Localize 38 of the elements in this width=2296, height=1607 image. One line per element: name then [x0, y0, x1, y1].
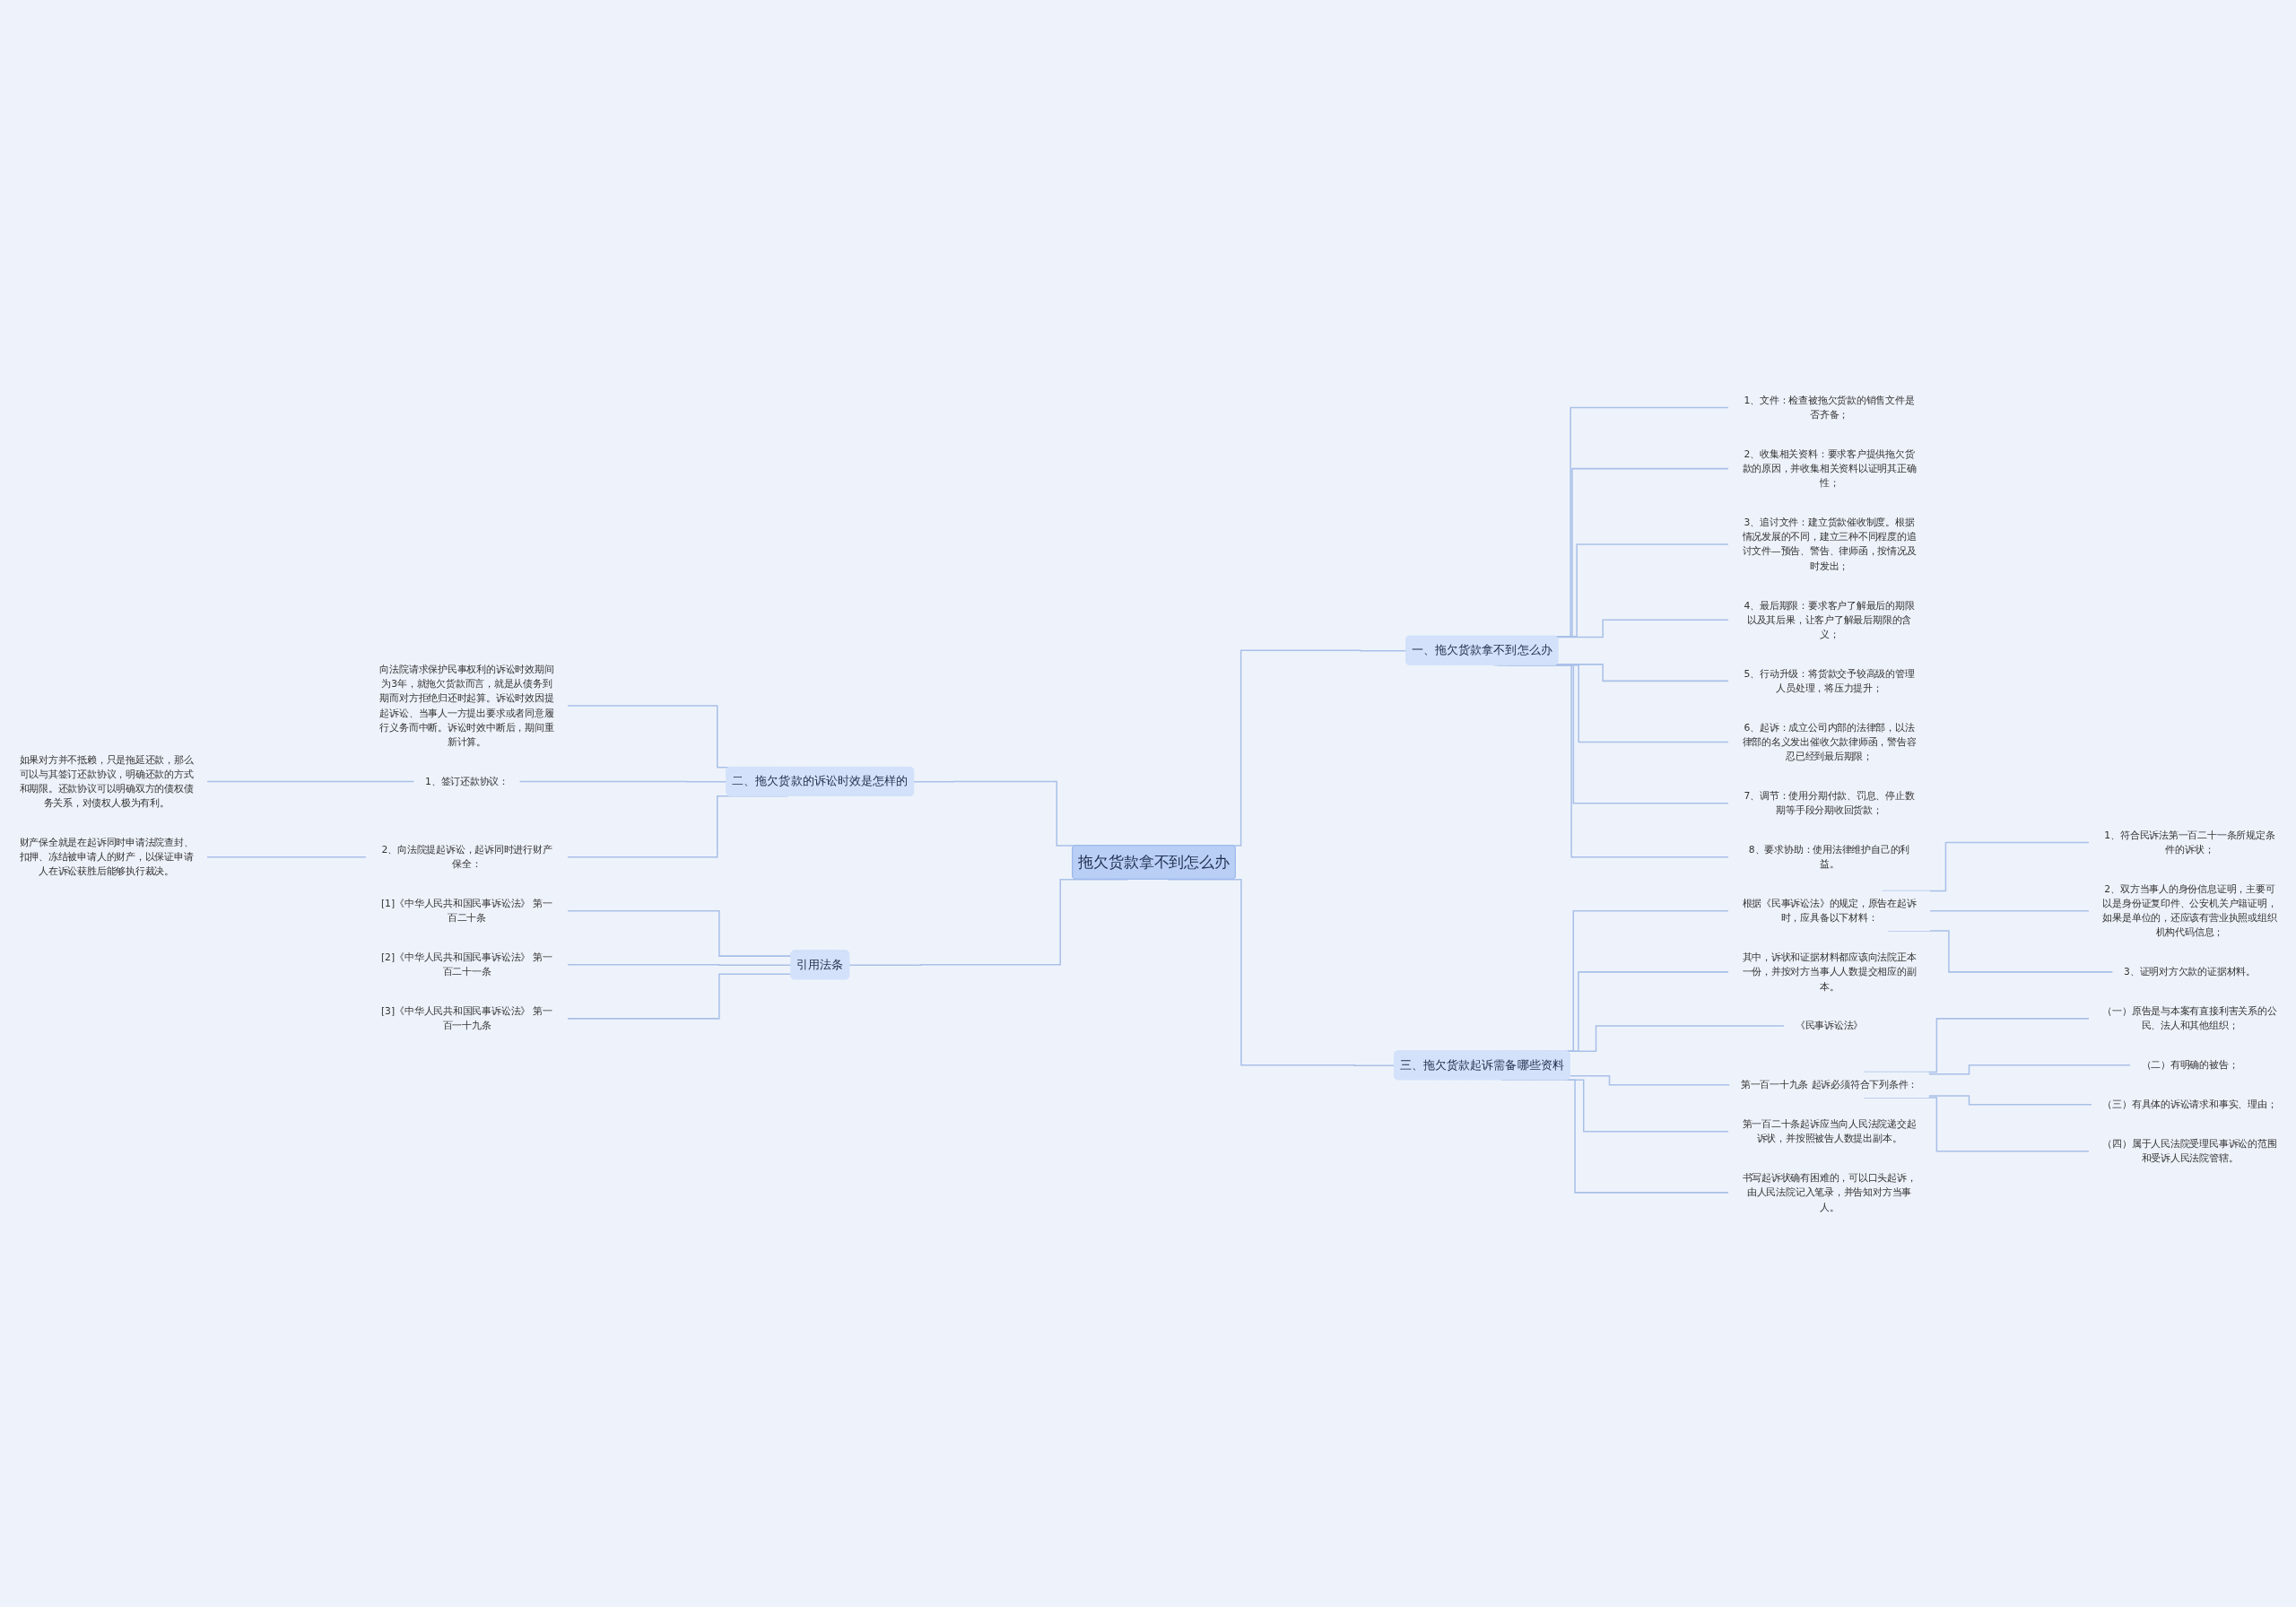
node-text: 2、收集相关资料：要求客户提供拖欠货款的原因，并收集相关资料以证明其正确性；	[1742, 447, 1917, 489]
connector	[1929, 909, 2090, 912]
node-text: （三）有具体的诉讼请求和事实、理由；	[2102, 1098, 2277, 1110]
node-text: 如果对方并不抵赖，只是拖延还款，那么可以与其签订还款协议，明确还款的方式和期限。还款协议可以明确双方的债权债务关系，对债权人极为有利。	[19, 753, 194, 809]
node-text: 1、签订还款协议：	[424, 775, 509, 786]
node-text: 财产保全就是在起诉同时申请法院查封、扣押、冻结被申请人的财产，以保证申请人在诉讼获胜后能够执行裁决。	[19, 836, 194, 877]
node-text: （二）有明确的被告；	[2141, 1059, 2239, 1071]
node-text: 2、向法院提起诉讼，起诉同时进行财产保全：	[381, 843, 552, 870]
node-text: （四）属于人民法院受理民事诉讼的范围和受诉人民法院管辖。	[2102, 1137, 2277, 1164]
connector	[1927, 1094, 2092, 1106]
node-text: 6、起诉：成立公司内部的法律部，以法律部的名义发出催收欠款律师函，警告容忍已经到最后期限；	[1742, 721, 1917, 762]
node-text: 3、证明对方欠款的证据材料。	[2123, 966, 2256, 977]
node-text: 第一百二十条起诉应当向人民法院递交起诉状，并按照被告人数提出副本。	[1742, 1117, 1917, 1144]
connector	[1863, 1017, 2090, 1073]
node-text: 1、文件：检查被拖欠货款的销售文件是否齐备；	[1744, 394, 1915, 421]
connector	[206, 780, 415, 782]
node-text: 1、符合民诉法第一百二十一条所规定条件的诉状；	[2104, 829, 2275, 856]
node-text: 7、调节：使用分期付款、罚息、停止数期等手段分期收回货款；	[1744, 789, 1915, 816]
node-text: 书写起诉状确有困难的，可以口头起诉，由人民法院记入笔录，并告知对方当事人。	[1742, 1171, 1917, 1212]
node-text: 8、要求协助：使用法律维护自己的利益。	[1748, 843, 1910, 870]
connector	[1887, 930, 2114, 973]
connector	[1569, 1074, 1731, 1086]
node-text: 《民事诉讼法》	[1795, 1020, 1864, 1031]
node-text: [3]《中华人民共和国民事诉讼法》 第一百一十九条	[380, 1005, 553, 1031]
node-text: 其中，诉状和证据材料都应该向法院正本一份，并按对方当事人人数提交相应的副本。	[1742, 951, 1917, 992]
node-text: [2]《中华人民共和国民事诉讼法》 第一百二十一条	[380, 951, 553, 977]
node-text: 向法院请求保护民事权利的诉讼时效期间为3年，就拖欠货款而言，就是从债务到期而对方拒绝归还时起算。诉讼时效因提起诉讼、当事人一方提出要求或者同意履行义务而中断。诉讼时效中断后，期间重新计算。	[379, 663, 554, 748]
node-text: （一）原告是与本案有直接利害关系的公民、法人和其他组织；	[2102, 1005, 2277, 1031]
connector	[1927, 1064, 2131, 1075]
node-text: 2、双方当事人的身份信息证明，主要可以是身份证复印件、公安机关户籍证明，如果是单位的，还应该有营业执照或组织机构代码信息；	[2102, 882, 2277, 938]
node-text: 3、追讨文件：建立货款催收制度。根据情况发展的不同，建立三种不同程度的追讨文件—预告、警告、律师函，按情况及时发出；	[1742, 516, 1917, 571]
connector	[1556, 619, 1729, 638]
connector	[1863, 1097, 2090, 1152]
node-text: [1]《中华人民共和国民事诉讼法》 第一百二十条	[380, 897, 553, 924]
connector	[206, 856, 367, 858]
connector	[1556, 663, 1729, 682]
node-text: 4、最后期限：要求客户了解最后的期限以及其后果，让客户了解最后期限的含义；	[1744, 599, 1915, 639]
node-text: 5、行动升级：将货款交予较高级的管理人员处理，将压力提升；	[1744, 667, 1915, 693]
